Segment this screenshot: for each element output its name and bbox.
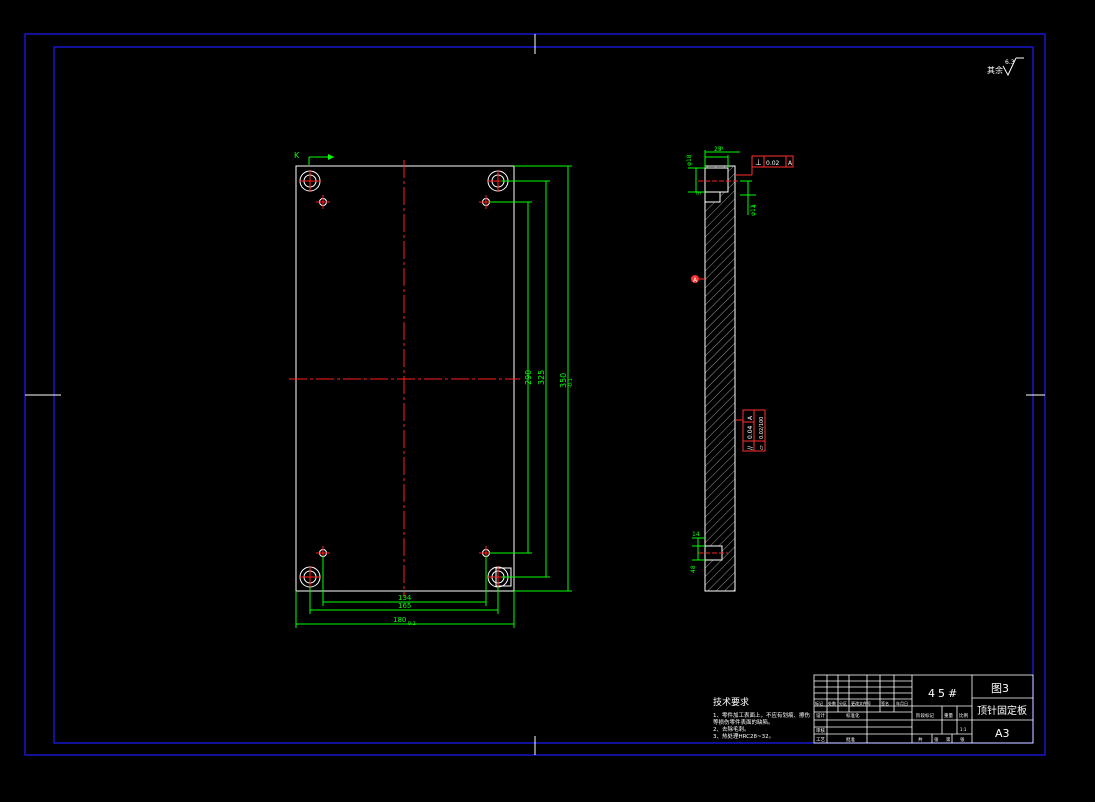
dim-width-mid: 165: [398, 602, 411, 610]
side-bottom-dims: [692, 537, 705, 561]
svg-text:设计: 设计: [816, 712, 825, 719]
horizontal-dimensions: [295, 556, 515, 628]
svg-text:张: 张: [934, 736, 939, 743]
tolerance-frame-flatness: ▱ 0.02/100: [753, 409, 766, 452]
centring-marks: [25, 34, 1045, 755]
part-name: 顶针固定板: [977, 704, 1027, 717]
centerlines: [289, 160, 520, 597]
title-block-text: 标记 处数 分区 更改文件号 签名 年月日 设计 标准化 阶段标记 重量 比例 …: [815, 682, 1027, 743]
svg-text:A: A: [788, 160, 793, 167]
svg-text:张: 张: [960, 736, 965, 743]
svg-text:共: 共: [918, 736, 923, 743]
dim-top-d: 5: [696, 191, 703, 195]
svg-text:批准: 批准: [846, 736, 855, 743]
dim-width-inner: 134: [398, 594, 412, 602]
technical-requirements: 技术要求 1、零件加工表面上，不应有划痕、擦伤 等损伤零件表面的缺陷。 2、去除…: [713, 696, 811, 740]
tech-title: 技术要求: [713, 696, 749, 708]
dim-width-outer: 180: [393, 616, 406, 624]
svg-text:0.02: 0.02: [766, 160, 780, 167]
svg-text:第: 第: [946, 736, 951, 743]
svg-text:阶段标记: 阶段标记: [916, 712, 934, 719]
side-top-dims: [688, 150, 756, 215]
section-hatch: [704, 165, 736, 592]
dim-height-outer: 350: [559, 373, 568, 388]
svg-text:⊥: ⊥: [755, 158, 762, 167]
drawing-number: 图3: [991, 682, 1009, 695]
sheet-border: [24, 33, 1046, 756]
svg-text:重量: 重量: [944, 712, 953, 719]
svg-text:分区: 分区: [839, 700, 847, 706]
svg-text:签名: 签名: [881, 700, 889, 706]
svg-text:更改文件号: 更改文件号: [851, 700, 871, 706]
tolerance-frame-perpendicularity: ⊥ 0.02 A: [735, 155, 794, 176]
dim-top-dia: φ18: [686, 154, 693, 166]
side-view: φ18 25 φ11 5 5 4 14 48 A ⊥ 0.02: [686, 146, 794, 592]
dim-top-e: 4: [751, 204, 758, 208]
roughness-symbol: 其余 6.3: [987, 57, 1024, 77]
svg-text:审核: 审核: [816, 727, 825, 734]
svg-text:▱: ▱: [758, 445, 765, 450]
vertical-dimensions: [490, 165, 572, 592]
dim-height-mid: 325: [537, 370, 546, 385]
view-marker: K: [294, 151, 300, 160]
dim-top-c: 5: [718, 146, 725, 150]
tech-line-4: 3、热处理HRC28~32。: [713, 732, 774, 740]
material: 45#: [928, 687, 960, 700]
scale-value: 1:1: [960, 727, 967, 732]
svg-text:工艺: 工艺: [816, 737, 825, 743]
svg-text:年月日: 年月日: [896, 700, 908, 706]
dim-width-outer-tol: -0.1: [406, 621, 416, 627]
svg-text:A: A: [747, 415, 754, 420]
svg-text:A: A: [693, 277, 698, 284]
svg-text:标准化: 标准化: [846, 712, 860, 719]
datum-a: A: [691, 275, 705, 284]
roughness-value: 6.3: [1005, 59, 1015, 66]
title-block: [813, 674, 1034, 744]
dim-top-a: 25: [714, 146, 722, 153]
dim-height-inner: 290: [524, 370, 533, 385]
sheet-size: A3: [995, 727, 1010, 740]
svg-text://: //: [747, 445, 754, 450]
roughness-label: 其余: [987, 65, 1003, 75]
svg-text:标记: 标记: [815, 700, 823, 706]
svg-text:0.04: 0.04: [747, 425, 754, 439]
tech-line-2: 等损伤零件表面的缺陷。: [713, 718, 774, 726]
svg-text:处数: 处数: [828, 700, 836, 706]
dim-top-b: φ11: [750, 204, 757, 216]
dim-bottom-b: 48: [690, 565, 697, 573]
tech-line-1: 1、零件加工表面上，不应有划痕、擦伤: [713, 711, 811, 719]
front-view: K: [289, 151, 574, 628]
dim-bottom-a: 14: [692, 531, 700, 538]
svg-text:0.02/100: 0.02/100: [759, 417, 765, 439]
tolerance-frame-parallelism: // 0.04 A: [735, 409, 755, 452]
svg-text:比例: 比例: [959, 712, 968, 719]
dim-height-outer-tol: -0.1: [568, 378, 574, 388]
tech-line-3: 2、去除毛刺。: [713, 725, 750, 733]
